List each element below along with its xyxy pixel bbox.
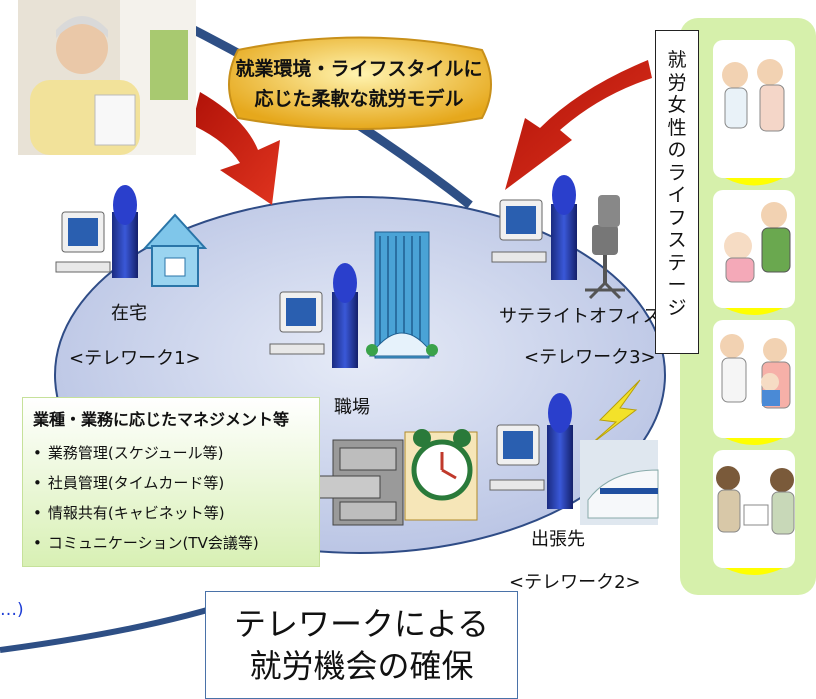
home-computer-icon: [55, 185, 138, 278]
satellite-telework-tag: <テレワーク3>: [524, 347, 656, 368]
train-icon: [580, 440, 659, 525]
business-trip-label: 出張先: [531, 529, 585, 550]
alarm-clock-icon: [404, 429, 478, 521]
banner-badge: [228, 36, 492, 130]
arrow-right-red: [505, 60, 652, 190]
management-box: 業種・業務に応じたマネジメント等 業務管理(スケジュール等) 社員管理(タイムカ…: [22, 397, 320, 567]
filing-cabinet-icon: [317, 439, 404, 526]
connector-band-left: [0, 597, 241, 653]
cropped-text: …): [0, 600, 24, 620]
arrow-left-red: [192, 92, 280, 205]
banner-title: 就業環境・ライフスタイルに 応じた柔軟な就労モデル: [228, 36, 490, 132]
life-stage-illustrations: [713, 40, 795, 575]
management-item: コミュニケーション(TV会議等): [33, 532, 259, 553]
satellite-office-label: サテライトオフィス: [499, 306, 661, 327]
senior-photo: [18, 0, 196, 155]
office-chair-icon: [585, 195, 625, 300]
bottom-line-1: テレワークによる: [233, 605, 490, 643]
banner-line-1: 就業環境・ライフスタイルに: [235, 58, 483, 80]
bottom-line-2: 就労機会の確保: [249, 647, 474, 685]
management-item: 情報共有(キャビネット等): [33, 502, 225, 523]
satellite-computer-icon: [491, 175, 577, 280]
workplace-computer-icon: [269, 263, 358, 368]
business-trip-telework-tag: <テレワーク2>: [509, 572, 641, 593]
management-title: 業種・業務に応じたマネジメント等: [33, 410, 290, 429]
house-icon: [142, 213, 208, 287]
telework-employment-box: テレワークによる 就労機会の確保: [205, 591, 518, 699]
life-stage-label: 就労女性のライフステージ: [667, 49, 687, 319]
management-item: 社員管理(タイムカード等): [33, 472, 224, 493]
home-telework-tag: <テレワーク1>: [69, 348, 201, 369]
banner-line-2: 応じた柔軟な就労モデル: [254, 88, 464, 110]
workplace-label: 職場: [334, 397, 370, 418]
management-item: 業務管理(スケジュール等): [33, 442, 224, 463]
trip-computer-icon: [489, 393, 573, 509]
life-stage-label-box: 就労女性のライフステージ: [655, 30, 699, 354]
office-building-icon: [366, 231, 438, 359]
home-label: 在宅: [111, 303, 147, 324]
